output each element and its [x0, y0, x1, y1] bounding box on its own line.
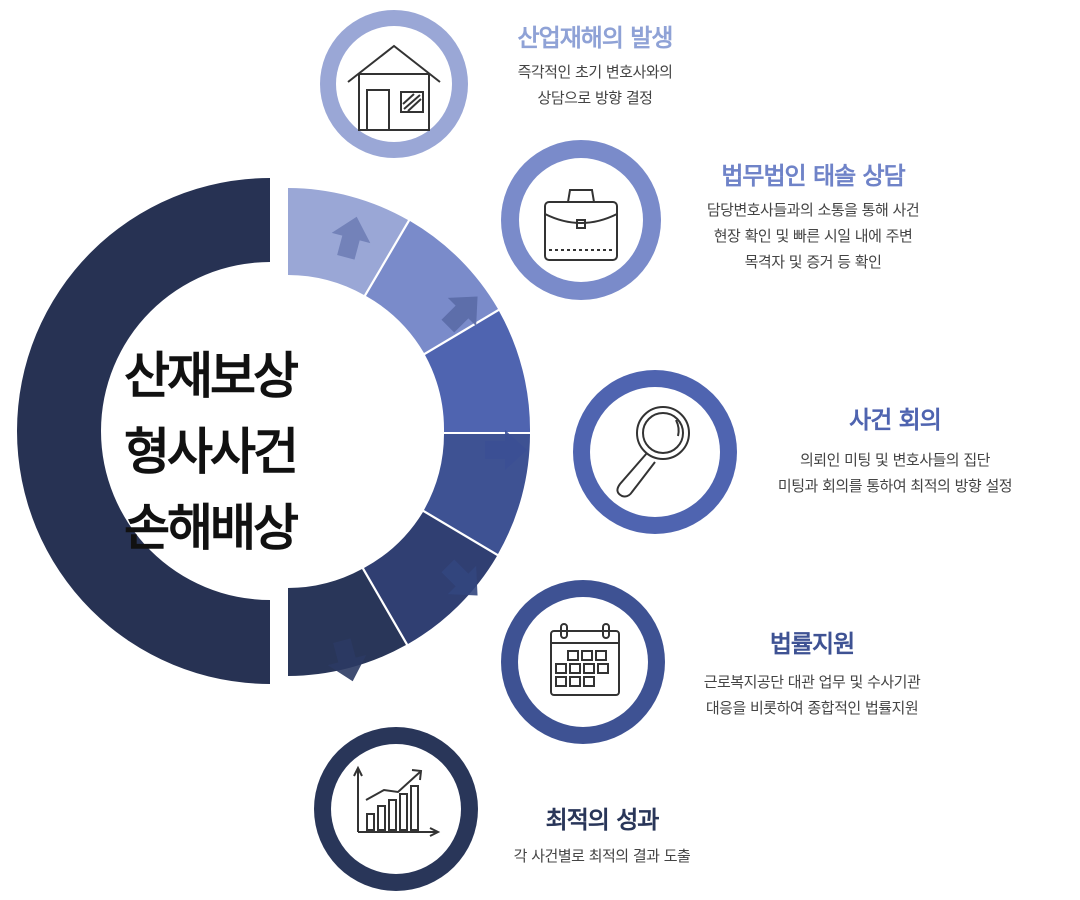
ring-segment-5 [364, 512, 497, 644]
step-2-title: 법무법인 태솔 상담 [721, 162, 905, 190]
step-5-text: 최적의 성과 각 사건별로 최적의 결과 도출 [462, 800, 742, 869]
step-5-desc-line: 각 사건별로 최적의 결과 도출 [513, 847, 691, 865]
step-5-circle [314, 727, 478, 891]
step-2-desc-line: 현장 확인 및 빠른 시일 내에 주변 [713, 227, 913, 245]
step-5-desc: 각 사건별로 최적의 결과 도출 [462, 843, 742, 869]
step-2-text: 법무법인 태솔 상담 담당변호사들과의 소통을 통해 사건 현장 확인 및 빠른… [658, 156, 968, 275]
step-2-circle [501, 140, 661, 300]
step-2-desc-line: 목격자 및 증거 등 확인 [744, 253, 882, 271]
step-1-text: 산업재해의 발생 즉각적인 초기 변호사와의 상담으로 방향 결정 [470, 18, 720, 111]
ring-segment-6 [288, 569, 406, 676]
arrow-icon [331, 216, 371, 260]
step-3-text: 사건 회의 의뢰인 미팅 및 변호사들의 집단 미팅과 회의를 통하여 최적의 … [730, 400, 1060, 499]
arrow-icon [441, 559, 478, 596]
arrow-icon [327, 638, 367, 682]
step-2-desc-line: 담당변호사들과의 소통을 통해 사건 [706, 201, 920, 219]
step-4-circle [501, 580, 665, 744]
flow-arrows [327, 216, 527, 682]
step-5-title: 최적의 성과 [545, 806, 660, 834]
main-ring-left-half [17, 178, 270, 684]
step-3-desc-line: 미팅과 회의를 통하여 최적의 방향 설정 [777, 477, 1013, 495]
calendar-icon [550, 623, 620, 696]
step-1-desc-line: 즉각적인 초기 변호사와의 [517, 63, 673, 81]
step-1-circle [320, 10, 468, 158]
step-3-title: 사건 회의 [849, 406, 942, 434]
center-title: 산재보상 형사사건 손해배상 [60, 338, 360, 566]
arrow-icon [441, 296, 478, 333]
step-2-desc: 담당변호사들과의 소통을 통해 사건 현장 확인 및 빠른 시일 내에 주변 목… [658, 197, 968, 275]
step-4-desc-line: 근로복지공단 대관 업무 및 수사기관 [703, 673, 921, 691]
step-1-desc-line: 상담으로 방향 결정 [537, 89, 653, 107]
step-3-desc: 의뢰인 미팅 및 변호사들의 집단 미팅과 회의를 통하여 최적의 방향 설정 [730, 447, 1060, 499]
step-1-desc: 즉각적인 초기 변호사와의 상담으로 방향 결정 [470, 59, 720, 111]
ring-segment-4 [424, 434, 530, 554]
center-title-line-1: 산재보상 [124, 347, 299, 405]
step-4-desc: 근로복지공단 대관 업무 및 수사기관 대응을 비롯하여 종합적인 법률지원 [662, 669, 962, 721]
step-3-desc-line: 의뢰인 미팅 및 변호사들의 집단 [800, 451, 990, 469]
briefcase-icon [544, 189, 618, 261]
step-1-title: 산업재해의 발생 [517, 24, 674, 52]
house-icon [347, 44, 441, 131]
center-title-line-3: 손해배상 [124, 499, 299, 557]
center-title-line-2: 형사사건 [124, 423, 299, 481]
step-4-text: 법률지원 근로복지공단 대관 업무 및 수사기관 대응을 비롯하여 종합적인 법… [662, 624, 962, 721]
arrow-icon [485, 430, 527, 470]
ring-segments [288, 188, 531, 676]
ring-segment-3 [425, 311, 531, 432]
growth-chart-icon [353, 765, 441, 837]
step-4-desc-line: 대응을 비롯하여 종합적인 법률지원 [705, 699, 919, 717]
step-3-circle [573, 370, 737, 534]
magnifier-icon [616, 406, 690, 498]
step-4-title: 법률지원 [769, 630, 855, 658]
